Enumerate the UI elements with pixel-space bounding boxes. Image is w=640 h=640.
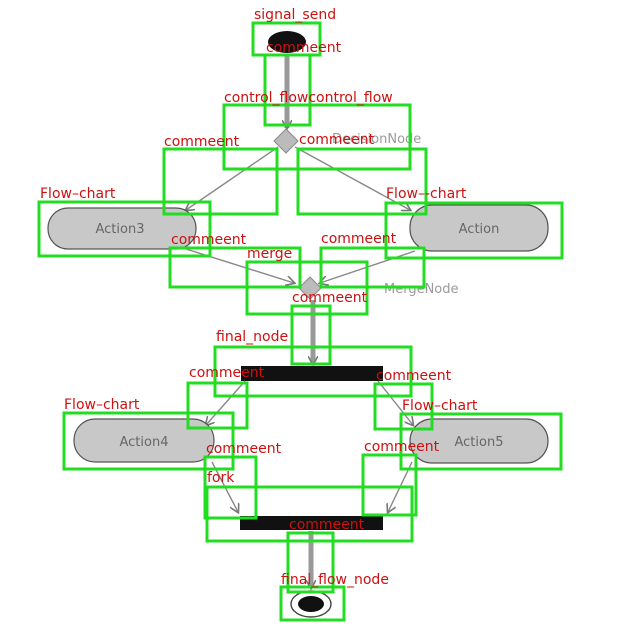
label-fork: fork — [207, 470, 235, 486]
label-comment: commeent — [206, 441, 282, 457]
box-final-flow-node — [279, 585, 346, 622]
box-flow-chart-right — [399, 412, 563, 471]
box-comment — [361, 453, 418, 517]
label-final-node: final_node — [216, 329, 288, 345]
label-flow-chart: Flow–chart — [40, 186, 116, 202]
action-label: Action — [459, 222, 500, 237]
label-comment: commeent — [292, 290, 368, 306]
label-final-flow-node: final_flow_node — [281, 572, 389, 588]
action-node-action3 — [47, 207, 197, 250]
label-flow-chart: Flow–chart — [402, 398, 478, 414]
box-comment — [373, 382, 434, 431]
action-node-action — [409, 204, 549, 252]
merge-node — [298, 276, 322, 300]
label-flow-chart: Flow–-chart — [386, 186, 467, 202]
label-comment: commeent — [321, 231, 397, 247]
box-comment — [296, 147, 428, 216]
box-comment — [319, 246, 426, 289]
label-comment: commeent — [289, 517, 365, 533]
label-control-flow: control_flowcontrol_flow — [224, 90, 393, 106]
box-comment — [290, 304, 332, 366]
diagram-drawing: DecisionNode Action3 Action MergeNode Ac… — [47, 31, 549, 618]
box-comment — [168, 246, 302, 289]
action-node-action5 — [409, 418, 549, 464]
merge-node-label: MergeNode — [384, 282, 459, 297]
initial-node — [268, 31, 306, 53]
box-final-node — [213, 345, 413, 398]
flow-arrow — [206, 380, 246, 425]
join-bar — [240, 516, 383, 530]
fork-bar — [241, 366, 383, 381]
label-signal-send: signal_send — [254, 7, 336, 23]
annotation-boxes — [37, 21, 564, 622]
label-comment: commeent — [164, 134, 240, 150]
box-flow-chart-left — [62, 411, 235, 471]
label-merge: merge — [247, 246, 292, 262]
label-flow-chart: Flow–chart — [64, 397, 140, 413]
decision-node — [273, 128, 299, 154]
flow-arrow — [294, 146, 410, 210]
label-comment: commeent — [364, 439, 440, 455]
action4-label: Action4 — [120, 435, 169, 450]
action5-label: Action5 — [455, 435, 504, 450]
label-comment: commeent — [171, 232, 247, 248]
box-comment — [263, 53, 312, 127]
action3-label: Action3 — [96, 222, 145, 237]
box-comment — [186, 381, 249, 430]
action-node-action4 — [73, 418, 215, 463]
box-flow-chart-left — [37, 200, 212, 258]
label-comment: commeent — [376, 368, 452, 384]
label-comment: commeent — [266, 40, 342, 56]
box-control-flow — [222, 103, 412, 171]
flow-arrow — [377, 380, 413, 425]
box-comment — [286, 531, 335, 594]
decision-node-label: DecisionNode — [332, 132, 421, 147]
box-fork — [205, 485, 414, 543]
label-comment: commeent — [189, 365, 265, 381]
final-node-inner — [298, 596, 324, 612]
flow-arrow — [186, 146, 279, 210]
box-comment — [162, 147, 279, 216]
annotation-labels: signal_send commeent control_flowcontrol… — [40, 7, 478, 588]
label-comment: commeent — [299, 132, 375, 148]
box-flow-chart-right — [384, 201, 564, 260]
